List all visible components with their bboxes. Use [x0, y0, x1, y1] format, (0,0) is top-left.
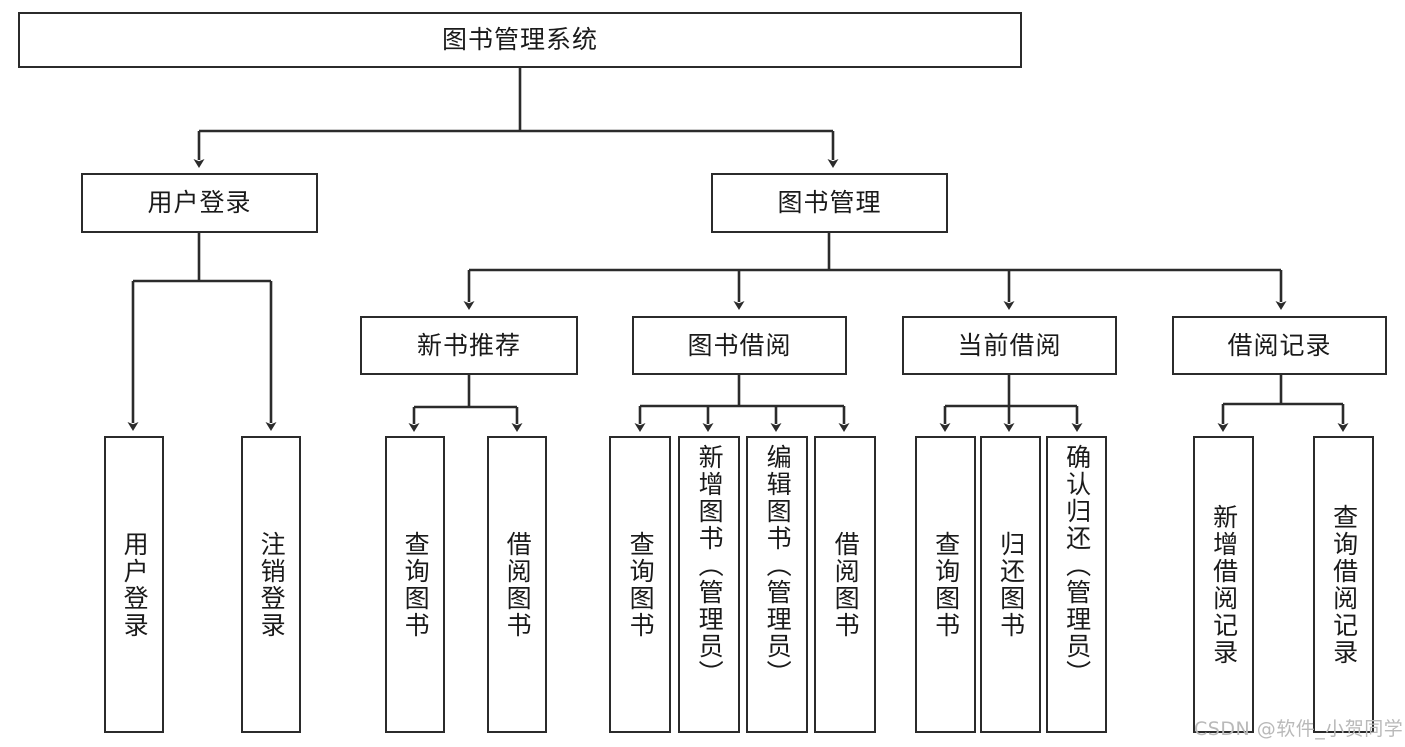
node-book-management[interactable]: 图书管理 — [711, 173, 948, 233]
node-book-borrow[interactable]: 图书借阅 — [632, 316, 847, 375]
leaf-query-book-2[interactable]: 查询图书 — [609, 436, 671, 733]
leaf-borrow-book-2-label: 借阅图书 — [831, 530, 861, 639]
node-book-borrow-label: 图书借阅 — [687, 330, 792, 360]
leaf-query-book-2-label: 查询图书 — [626, 530, 656, 639]
leaf-query-record-label: 查询借阅记录 — [1329, 503, 1359, 666]
node-new-book-recommend[interactable]: 新书推荐 — [360, 316, 578, 375]
leaf-logout-login[interactable]: 注销登录 — [241, 436, 301, 733]
leaf-add-record[interactable]: 新增借阅记录 — [1193, 436, 1254, 733]
leaf-query-book-1[interactable]: 查询图书 — [385, 436, 445, 733]
node-book-management-label: 图书管理 — [777, 188, 882, 218]
node-current-borrow[interactable]: 当前借阅 — [902, 316, 1117, 375]
leaf-add-book[interactable]: 新增图书（管理员） — [678, 436, 740, 733]
node-user-login-label: 用户登录 — [147, 188, 252, 218]
node-user-login[interactable]: 用户登录 — [81, 173, 318, 233]
leaf-query-book-3[interactable]: 查询图书 — [915, 436, 976, 733]
node-current-borrow-label: 当前借阅 — [957, 330, 1062, 360]
leaf-confirm-return[interactable]: 确认归还（管理员） — [1046, 436, 1107, 733]
node-borrow-record[interactable]: 借阅记录 — [1172, 316, 1387, 375]
leaf-query-book-3-label: 查询图书 — [931, 530, 961, 639]
leaf-borrow-book-2[interactable]: 借阅图书 — [814, 436, 876, 733]
leaf-borrow-book-1[interactable]: 借阅图书 — [487, 436, 547, 733]
node-new-book-recommend-label: 新书推荐 — [416, 330, 521, 360]
leaf-confirm-return-label: 确认归还（管理员） — [1062, 444, 1092, 687]
node-root-label: 图书管理系统 — [441, 25, 598, 55]
node-borrow-record-label: 借阅记录 — [1227, 330, 1332, 360]
leaf-edit-book-label: 编辑图书（管理员） — [763, 444, 793, 687]
leaf-user-login[interactable]: 用户登录 — [104, 436, 164, 733]
leaf-return-book-label: 归还图书 — [996, 530, 1026, 639]
leaf-add-record-label: 新增借阅记录 — [1209, 503, 1239, 666]
node-root[interactable]: 图书管理系统 — [18, 12, 1022, 68]
leaf-return-book[interactable]: 归还图书 — [980, 436, 1041, 733]
leaf-borrow-book-1-label: 借阅图书 — [503, 530, 533, 639]
leaf-logout-login-label: 注销登录 — [257, 530, 287, 639]
csdn-watermark: CSDN @软件_小贺同学 — [1194, 718, 1404, 740]
leaf-edit-book[interactable]: 编辑图书（管理员） — [746, 436, 808, 733]
leaf-user-login-label: 用户登录 — [120, 530, 150, 639]
leaf-query-record[interactable]: 查询借阅记录 — [1313, 436, 1374, 733]
leaf-query-book-1-label: 查询图书 — [401, 530, 431, 639]
leaf-add-book-label: 新增图书（管理员） — [695, 444, 725, 687]
